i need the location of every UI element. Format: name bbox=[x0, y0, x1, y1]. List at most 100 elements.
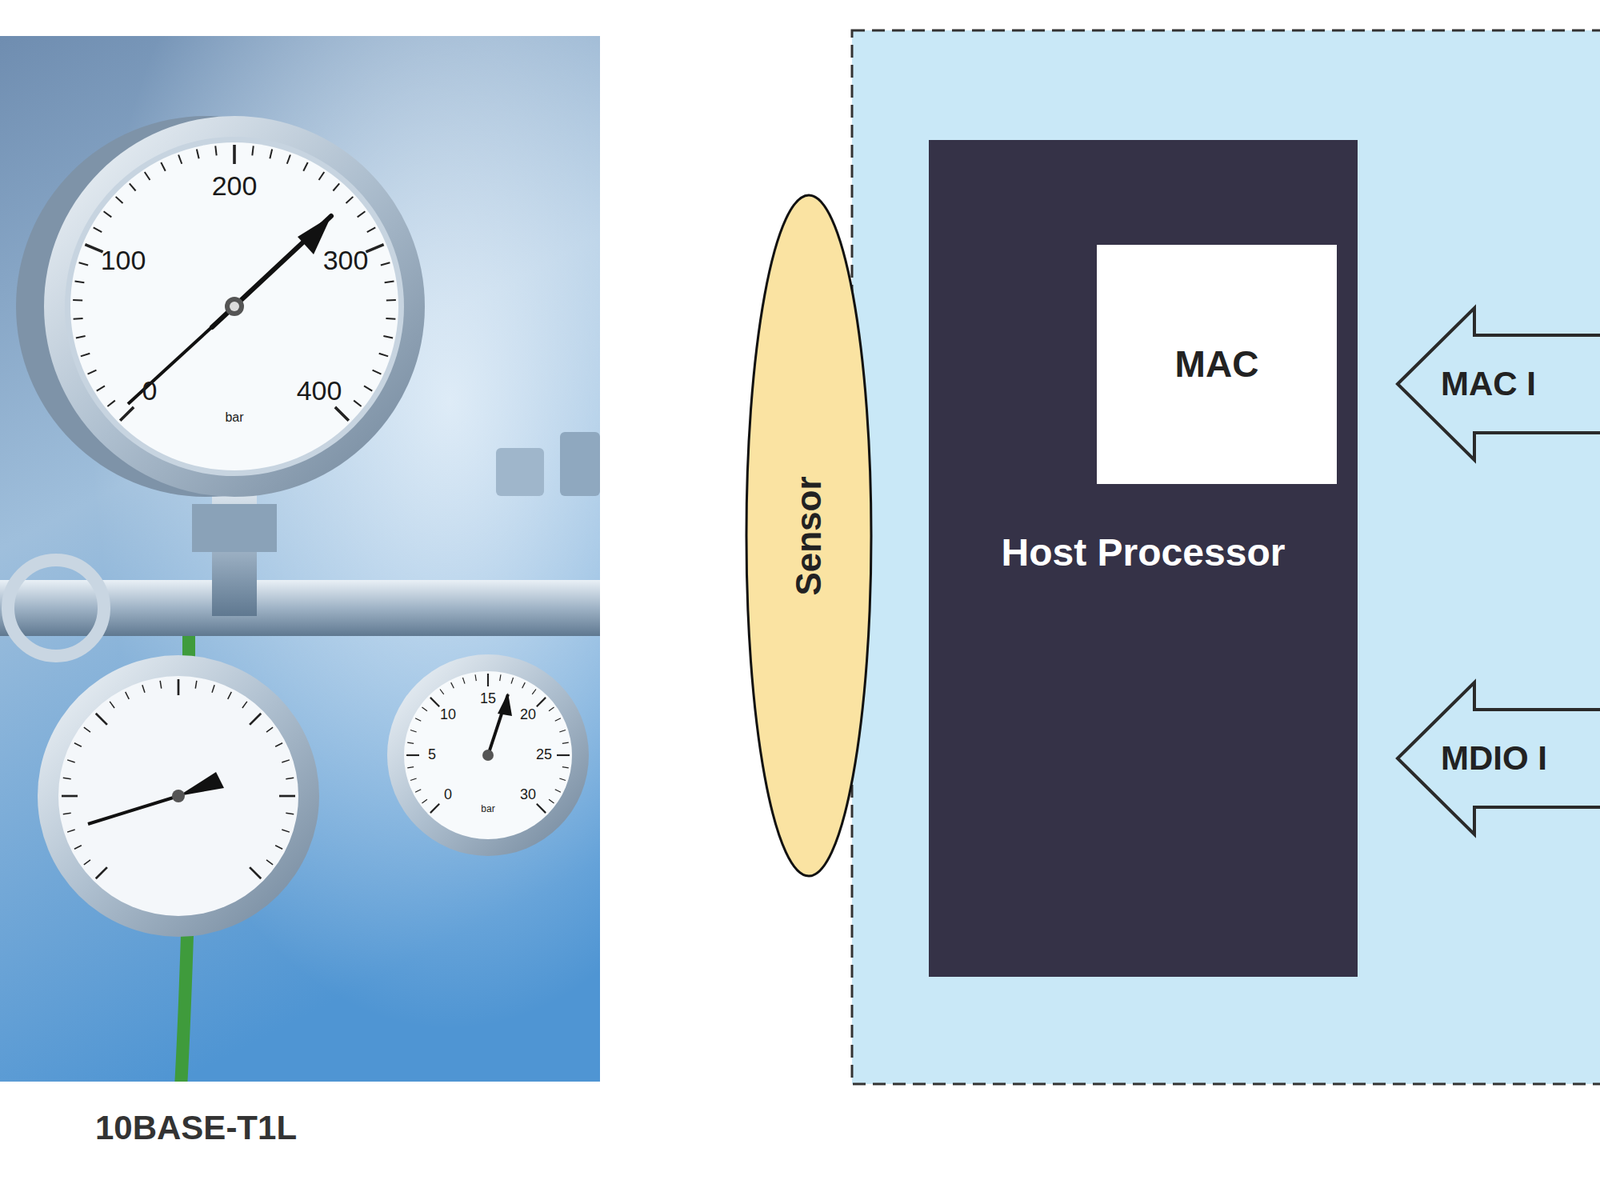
gauge-tick bbox=[430, 697, 440, 707]
gauge-photo bbox=[0, 36, 600, 1082]
gauge-tick bbox=[410, 729, 417, 732]
gauge-tick bbox=[536, 804, 546, 813]
gauge-tick bbox=[372, 370, 382, 375]
gauge-tick bbox=[269, 149, 272, 160]
gauge-tick bbox=[74, 743, 82, 748]
gauge-tick bbox=[275, 845, 283, 850]
gauge-number: 25 bbox=[536, 747, 552, 764]
gauge-tick bbox=[559, 778, 566, 780]
gauge-number: 0 bbox=[444, 787, 452, 804]
gauge-tick bbox=[63, 812, 72, 815]
gauge-tick bbox=[415, 718, 421, 722]
gauge-tick bbox=[73, 317, 84, 320]
gauge-tick bbox=[178, 154, 182, 164]
gauge-tick bbox=[335, 407, 349, 421]
gauge-tick bbox=[129, 183, 136, 191]
gauge-tick bbox=[353, 400, 361, 407]
gauge-tick bbox=[562, 742, 569, 744]
gauge-tick bbox=[562, 767, 569, 768]
gauge-tick bbox=[74, 280, 84, 283]
gauge-number: bar bbox=[224, 410, 244, 425]
gauge-number: 400 bbox=[296, 376, 343, 406]
gauge-tick bbox=[555, 789, 561, 793]
gauge-tick bbox=[266, 860, 273, 865]
gauge-tick bbox=[532, 688, 536, 694]
gauge-tick bbox=[109, 701, 115, 708]
gauge-tick bbox=[415, 789, 421, 793]
interface-arrow: MDIO I bbox=[1396, 680, 1600, 836]
photo-caption: 10BASE-T1L bbox=[95, 1109, 297, 1147]
gauge-tick bbox=[407, 742, 414, 744]
gauge-tick bbox=[76, 336, 86, 338]
gauge-tick bbox=[430, 804, 440, 813]
gauge-number: bar bbox=[480, 804, 495, 815]
gauge-number: 300 bbox=[323, 245, 369, 276]
gauge-tick bbox=[410, 778, 417, 780]
gauge-tick bbox=[72, 299, 83, 301]
gauge-tick bbox=[281, 760, 290, 763]
gauge-tick bbox=[406, 754, 420, 756]
gauge-tick bbox=[332, 183, 340, 191]
gauge-tick bbox=[548, 799, 554, 804]
gauge-tick bbox=[61, 795, 78, 798]
gauge-tick bbox=[365, 244, 384, 252]
interface-arrow: MAC I bbox=[1396, 306, 1600, 462]
gauge-number: 30 bbox=[520, 787, 536, 804]
gauge-tick bbox=[96, 713, 108, 725]
gauge-number: 20 bbox=[520, 707, 536, 724]
gauge-tick bbox=[84, 244, 103, 252]
gauge-tick bbox=[67, 760, 76, 763]
gauge-tick bbox=[556, 754, 570, 756]
gauge-tick bbox=[196, 149, 200, 160]
gauge-tick bbox=[548, 707, 554, 712]
node-label: MAC bbox=[1175, 343, 1260, 386]
gauge-tick bbox=[96, 867, 108, 879]
gauge-tick bbox=[120, 407, 134, 421]
device-boundary bbox=[852, 30, 1600, 1084]
host-processor-box: Host ProcessorMAC bbox=[928, 140, 1358, 977]
gauge-tick bbox=[462, 677, 464, 684]
gauge-tick bbox=[383, 336, 393, 338]
gauge-tick bbox=[559, 729, 566, 732]
gauge-number: 200 bbox=[212, 171, 258, 201]
node-label: MDIO I bbox=[1440, 739, 1548, 778]
gauge-number: 15 bbox=[480, 691, 496, 708]
gauge-tick bbox=[232, 144, 236, 164]
gauge-tick bbox=[285, 777, 294, 780]
gauge-tick bbox=[555, 718, 561, 722]
gauge-tick bbox=[84, 860, 91, 865]
gauge-tick bbox=[79, 262, 89, 265]
gauge-tick bbox=[287, 154, 291, 164]
gauge-tick bbox=[386, 299, 396, 301]
gauge-tick bbox=[249, 713, 261, 725]
gauge-tick bbox=[281, 829, 290, 832]
gauge-tick bbox=[303, 162, 308, 172]
gauge-tick bbox=[451, 682, 455, 688]
gauge-tick bbox=[160, 680, 162, 689]
gauge-tick bbox=[536, 697, 546, 707]
gauge-tick bbox=[177, 679, 180, 696]
gauge-number: 0 bbox=[142, 376, 158, 406]
gauge-tick bbox=[511, 677, 513, 684]
gauge-tick bbox=[125, 692, 130, 700]
gauge-tick bbox=[93, 227, 102, 232]
node-label: Sensor bbox=[788, 476, 830, 596]
gauge-tick bbox=[67, 829, 76, 832]
gauge-tick bbox=[142, 684, 145, 693]
gauge-tick bbox=[160, 162, 165, 172]
mac-box: MAC bbox=[1096, 244, 1337, 484]
gauge-tick bbox=[249, 867, 261, 879]
gauge-tick bbox=[266, 727, 273, 732]
gauge-tick bbox=[195, 680, 197, 689]
gauge-tick bbox=[215, 145, 216, 156]
gauge-tick bbox=[357, 211, 366, 217]
gauge-number: 5 bbox=[428, 747, 436, 764]
gauge-tick bbox=[500, 674, 501, 681]
gauge-tick bbox=[107, 400, 115, 407]
gauge-tick bbox=[407, 767, 414, 768]
gauge-tick bbox=[63, 777, 72, 780]
gauge-tick bbox=[228, 692, 232, 700]
gauge-tick bbox=[279, 795, 296, 798]
gauge-number: 100 bbox=[100, 245, 147, 276]
gauge-tick bbox=[522, 682, 526, 688]
